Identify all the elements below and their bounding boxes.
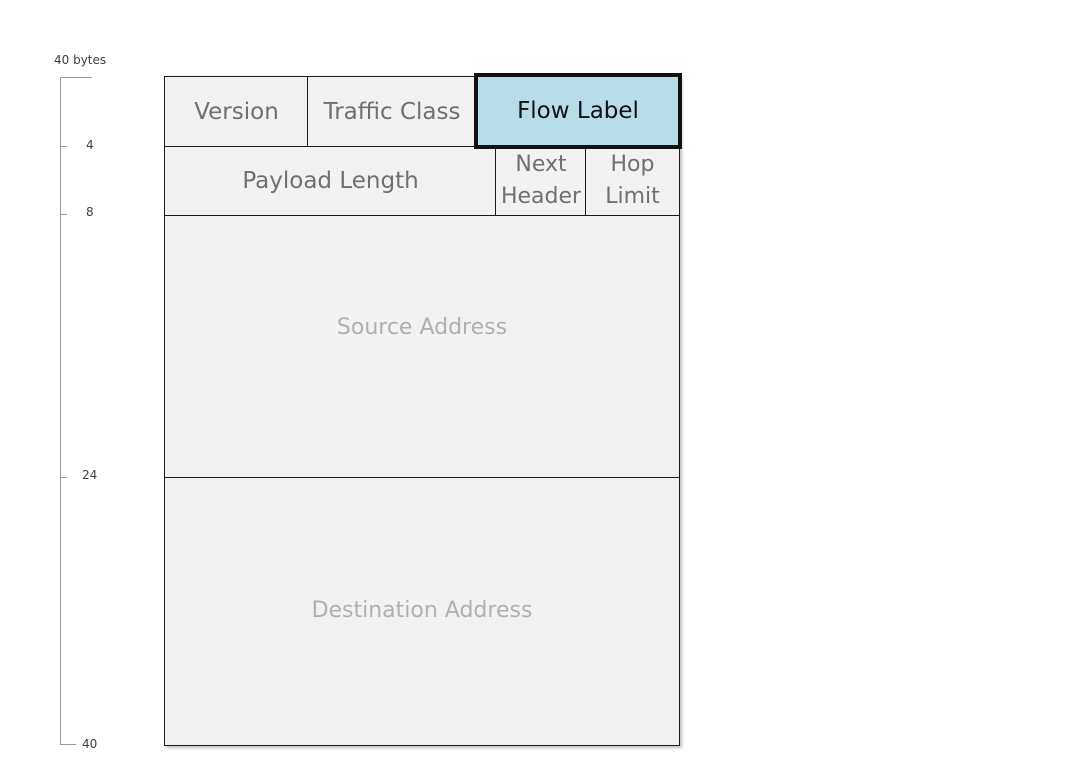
field-next-header-label-2: Header: [500, 184, 582, 209]
field-version-label: Version: [194, 98, 279, 125]
byte-scale: 40 bytes 4 8 24 40: [0, 0, 150, 762]
field-next-header: Next Header: [495, 146, 587, 216]
field-destination-address: Destination Address: [164, 477, 680, 746]
field-source-address: Source Address: [164, 215, 680, 479]
field-payload-length-label: Payload Length: [242, 168, 419, 195]
field-payload-length: Payload Length: [164, 146, 497, 217]
field-hop-limit-label-2: Limit: [605, 184, 660, 209]
byte-scale-label-8: 8: [86, 205, 94, 219]
field-traffic-class: Traffic Class: [307, 76, 477, 148]
byte-scale-tick-8: [60, 214, 67, 215]
byte-scale-label-40: 40: [82, 737, 98, 751]
byte-scale-label-24: 24: [82, 468, 98, 482]
field-next-header-label-1: Next: [515, 152, 567, 178]
field-destination-address-label: Destination Address: [311, 598, 533, 624]
field-traffic-class-label: Traffic Class: [323, 98, 461, 125]
byte-scale-label-4: 4: [86, 138, 94, 152]
byte-scale-tick-40: [60, 744, 76, 745]
byte-scale-tick-4: [60, 146, 67, 147]
field-flow-label-label: Flow Label: [517, 97, 639, 124]
byte-scale-tick-24: [60, 477, 67, 478]
field-hop-limit-label-1: Hop: [610, 152, 655, 178]
field-hop-limit: Hop Limit: [585, 146, 680, 216]
byte-scale-tick-top: [60, 77, 92, 78]
byte-scale-title: 40 bytes: [54, 53, 107, 67]
field-source-address-label: Source Address: [336, 314, 508, 340]
byte-scale-axis: [60, 77, 61, 744]
field-flow-label: Flow Label: [474, 73, 682, 149]
field-version: Version: [164, 76, 309, 148]
